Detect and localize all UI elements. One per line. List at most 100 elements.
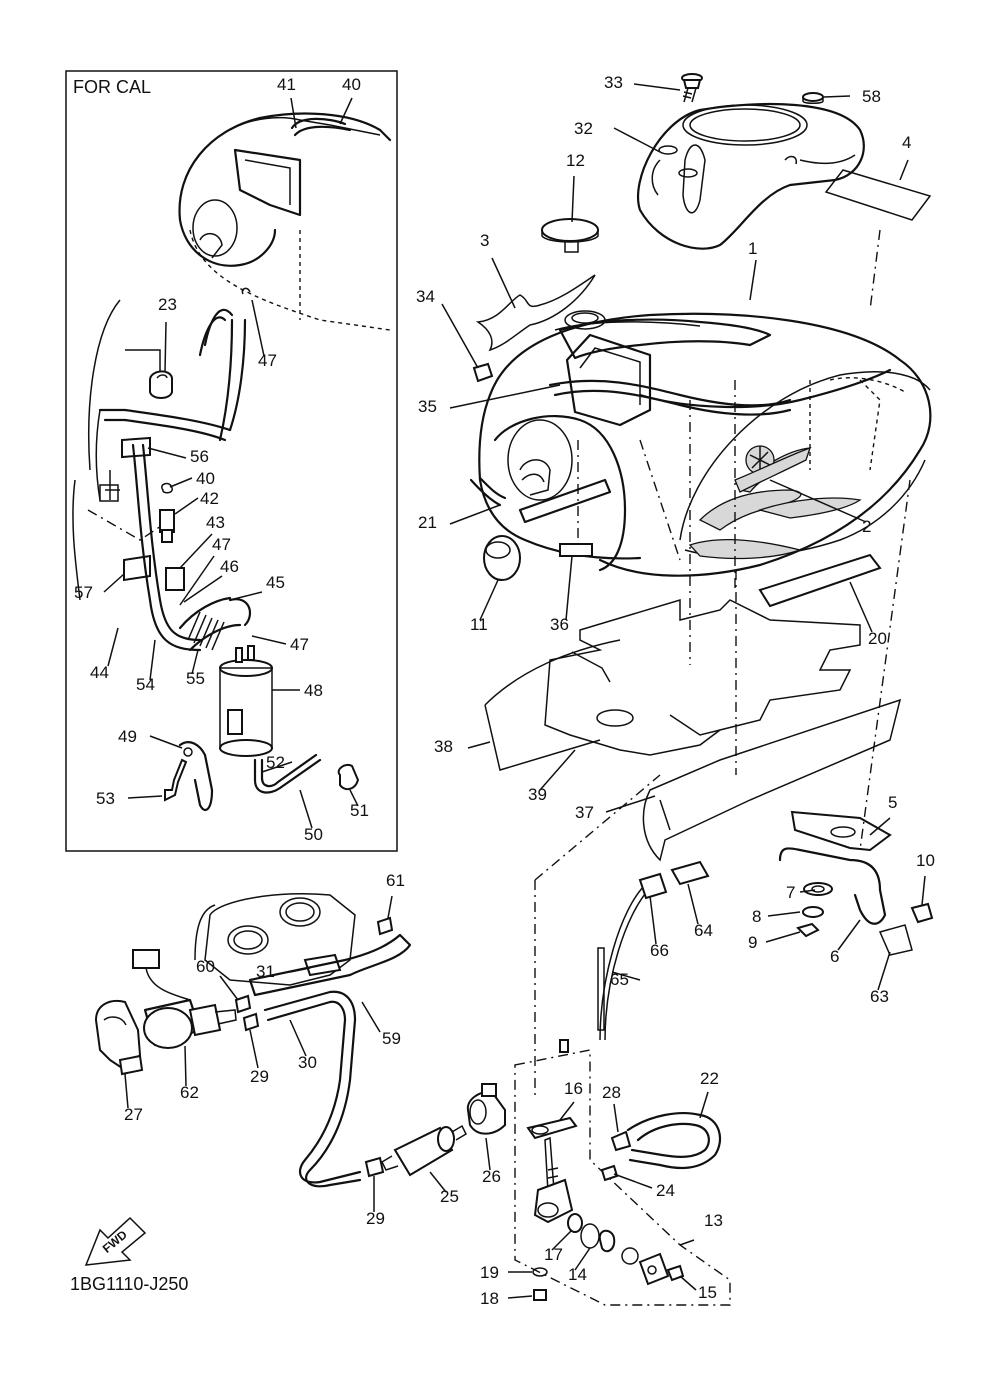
part-number-58: 58	[862, 87, 881, 106]
part-number-7: 7	[786, 883, 795, 902]
leader-line-20	[849, 581, 873, 633]
part-number-56: 56	[190, 447, 209, 466]
part-number-27: 27	[124, 1105, 143, 1124]
part-number-16: 16	[564, 1079, 583, 1098]
leader-line-56	[147, 447, 187, 459]
leader-line-22	[699, 1091, 709, 1119]
part-number-15: 15	[698, 1283, 717, 1302]
leader-line-18	[507, 1295, 533, 1299]
part-number-10: 10	[916, 851, 935, 870]
bolt-33	[681, 73, 703, 103]
leader-line-23	[164, 321, 167, 373]
fuel-filter	[381, 1124, 467, 1177]
fuel-cap-12	[541, 218, 599, 253]
part-number-30: 30	[298, 1053, 317, 1072]
part-number-32: 32	[574, 119, 593, 138]
leader-line-25	[429, 1171, 447, 1193]
part-number-22: 22	[700, 1069, 719, 1088]
tank-top-panel	[637, 102, 865, 250]
leader-line-55	[191, 649, 199, 675]
part-number-45: 45	[266, 573, 285, 592]
leader-line-3	[491, 257, 516, 309]
part-number-41: 41	[277, 75, 296, 94]
leader-line-35	[449, 384, 561, 409]
part-number-19: 19	[480, 1263, 499, 1282]
part-number-60: 60	[196, 957, 215, 976]
part-number-52: 52	[266, 753, 285, 772]
leader-line-63	[877, 951, 891, 991]
leader-line-4	[899, 159, 909, 181]
leader-line-15	[679, 1275, 697, 1291]
leader-line-46	[183, 575, 223, 603]
part-number-42: 42	[200, 489, 219, 508]
leader-line-16	[559, 1101, 575, 1121]
leader-line-11	[479, 579, 499, 621]
leader-line-33	[633, 83, 681, 91]
part-number-23: 23	[158, 295, 177, 314]
leader-line-7	[799, 889, 816, 893]
part-number-29: 29	[366, 1209, 385, 1228]
fwd-arrow: FWD	[84, 1216, 147, 1266]
throttle-body	[194, 892, 356, 986]
leader-line-6	[837, 919, 861, 951]
part-number-31: 31	[256, 962, 275, 981]
part-number-49: 49	[118, 727, 137, 746]
part-number-64: 64	[694, 921, 713, 940]
leader-line-64	[687, 883, 699, 925]
part-number-3: 3	[480, 231, 489, 250]
part-number-55: 55	[186, 669, 205, 688]
label-4	[824, 169, 932, 221]
cap-58	[802, 92, 824, 102]
leader-line-34	[441, 303, 479, 369]
leader-line-53	[127, 795, 163, 799]
grommet-34	[472, 362, 494, 383]
leader-line-5	[869, 817, 891, 836]
leader-line-51	[349, 789, 359, 807]
leader-line-54	[149, 639, 156, 681]
leader-line-27	[124, 1073, 129, 1109]
heat-shield	[544, 598, 861, 756]
leader-line-8	[767, 911, 801, 917]
leader-line-17	[551, 1229, 573, 1251]
leader-line-24	[613, 1173, 653, 1189]
leader-line-43	[179, 533, 213, 569]
leader-line-47	[179, 555, 215, 606]
part-number-53: 53	[96, 789, 115, 808]
part-number-21: 21	[418, 513, 437, 532]
leader-line-14	[574, 1247, 591, 1271]
part-number-34: 34	[416, 287, 435, 306]
part-number-35: 35	[418, 397, 437, 416]
leader-line-62	[184, 1045, 187, 1087]
leader-line-37	[605, 795, 656, 813]
leader-line-58	[823, 95, 851, 98]
sensor-26	[466, 1083, 506, 1135]
part-number-59: 59	[382, 1029, 401, 1048]
leader-line-21	[449, 504, 501, 525]
part-number-26: 26	[482, 1167, 501, 1186]
leader-line-10	[921, 875, 926, 906]
leader-line-29	[249, 1029, 259, 1069]
part-number-50: 50	[304, 825, 323, 844]
part-number-28: 28	[602, 1083, 621, 1102]
leader-line-40	[339, 97, 353, 125]
inset-frame	[65, 70, 398, 852]
callouts: 1234567891011121314151617181920212223242…	[74, 73, 935, 1308]
part-number-6: 6	[830, 947, 839, 966]
part-number-44: 44	[90, 663, 109, 682]
leader-line-61	[387, 895, 393, 919]
leader-line-28	[613, 1103, 619, 1133]
part-number-18: 18	[480, 1289, 499, 1308]
leader-line-2	[769, 479, 867, 523]
part-number-43: 43	[206, 513, 225, 532]
leader-line-1	[749, 259, 757, 301]
leader-line-52	[261, 761, 293, 773]
leader-line-39	[539, 749, 576, 791]
drawing-code: 1BG1110-J250	[70, 1274, 188, 1294]
part-number-65: 65	[610, 970, 629, 989]
part-number-4: 4	[902, 133, 911, 152]
leader-line-57	[103, 573, 125, 593]
part-number-1: 1	[748, 239, 757, 258]
part-number-48: 48	[304, 681, 323, 700]
leader-line-41	[290, 97, 297, 129]
leader-line-12	[571, 175, 575, 223]
